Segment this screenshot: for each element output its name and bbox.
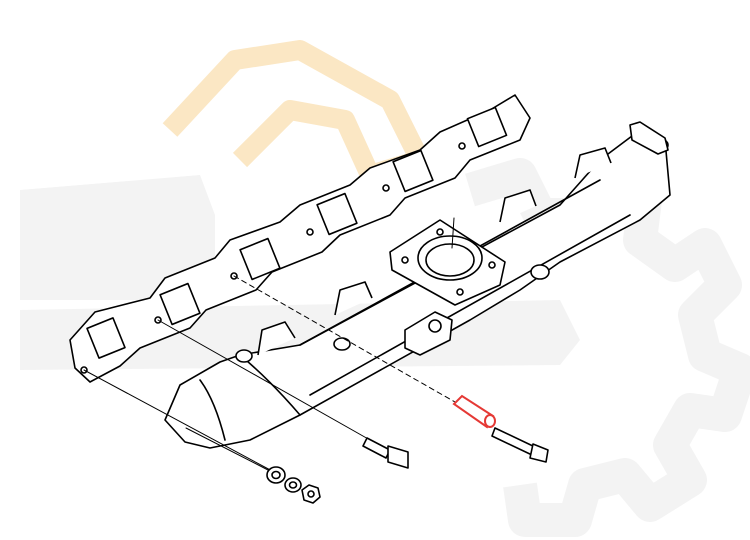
hex-nut xyxy=(301,484,321,504)
lock-washer xyxy=(284,477,302,493)
flange-bolt xyxy=(362,437,409,469)
spacer-sleeve xyxy=(452,394,496,429)
exhaust-manifold xyxy=(164,121,671,449)
alignment-lines xyxy=(83,275,456,473)
long-bolt xyxy=(491,427,549,463)
exhaust-gasket xyxy=(69,94,531,383)
turbo-flange xyxy=(389,217,506,306)
flat-washer xyxy=(266,466,286,484)
